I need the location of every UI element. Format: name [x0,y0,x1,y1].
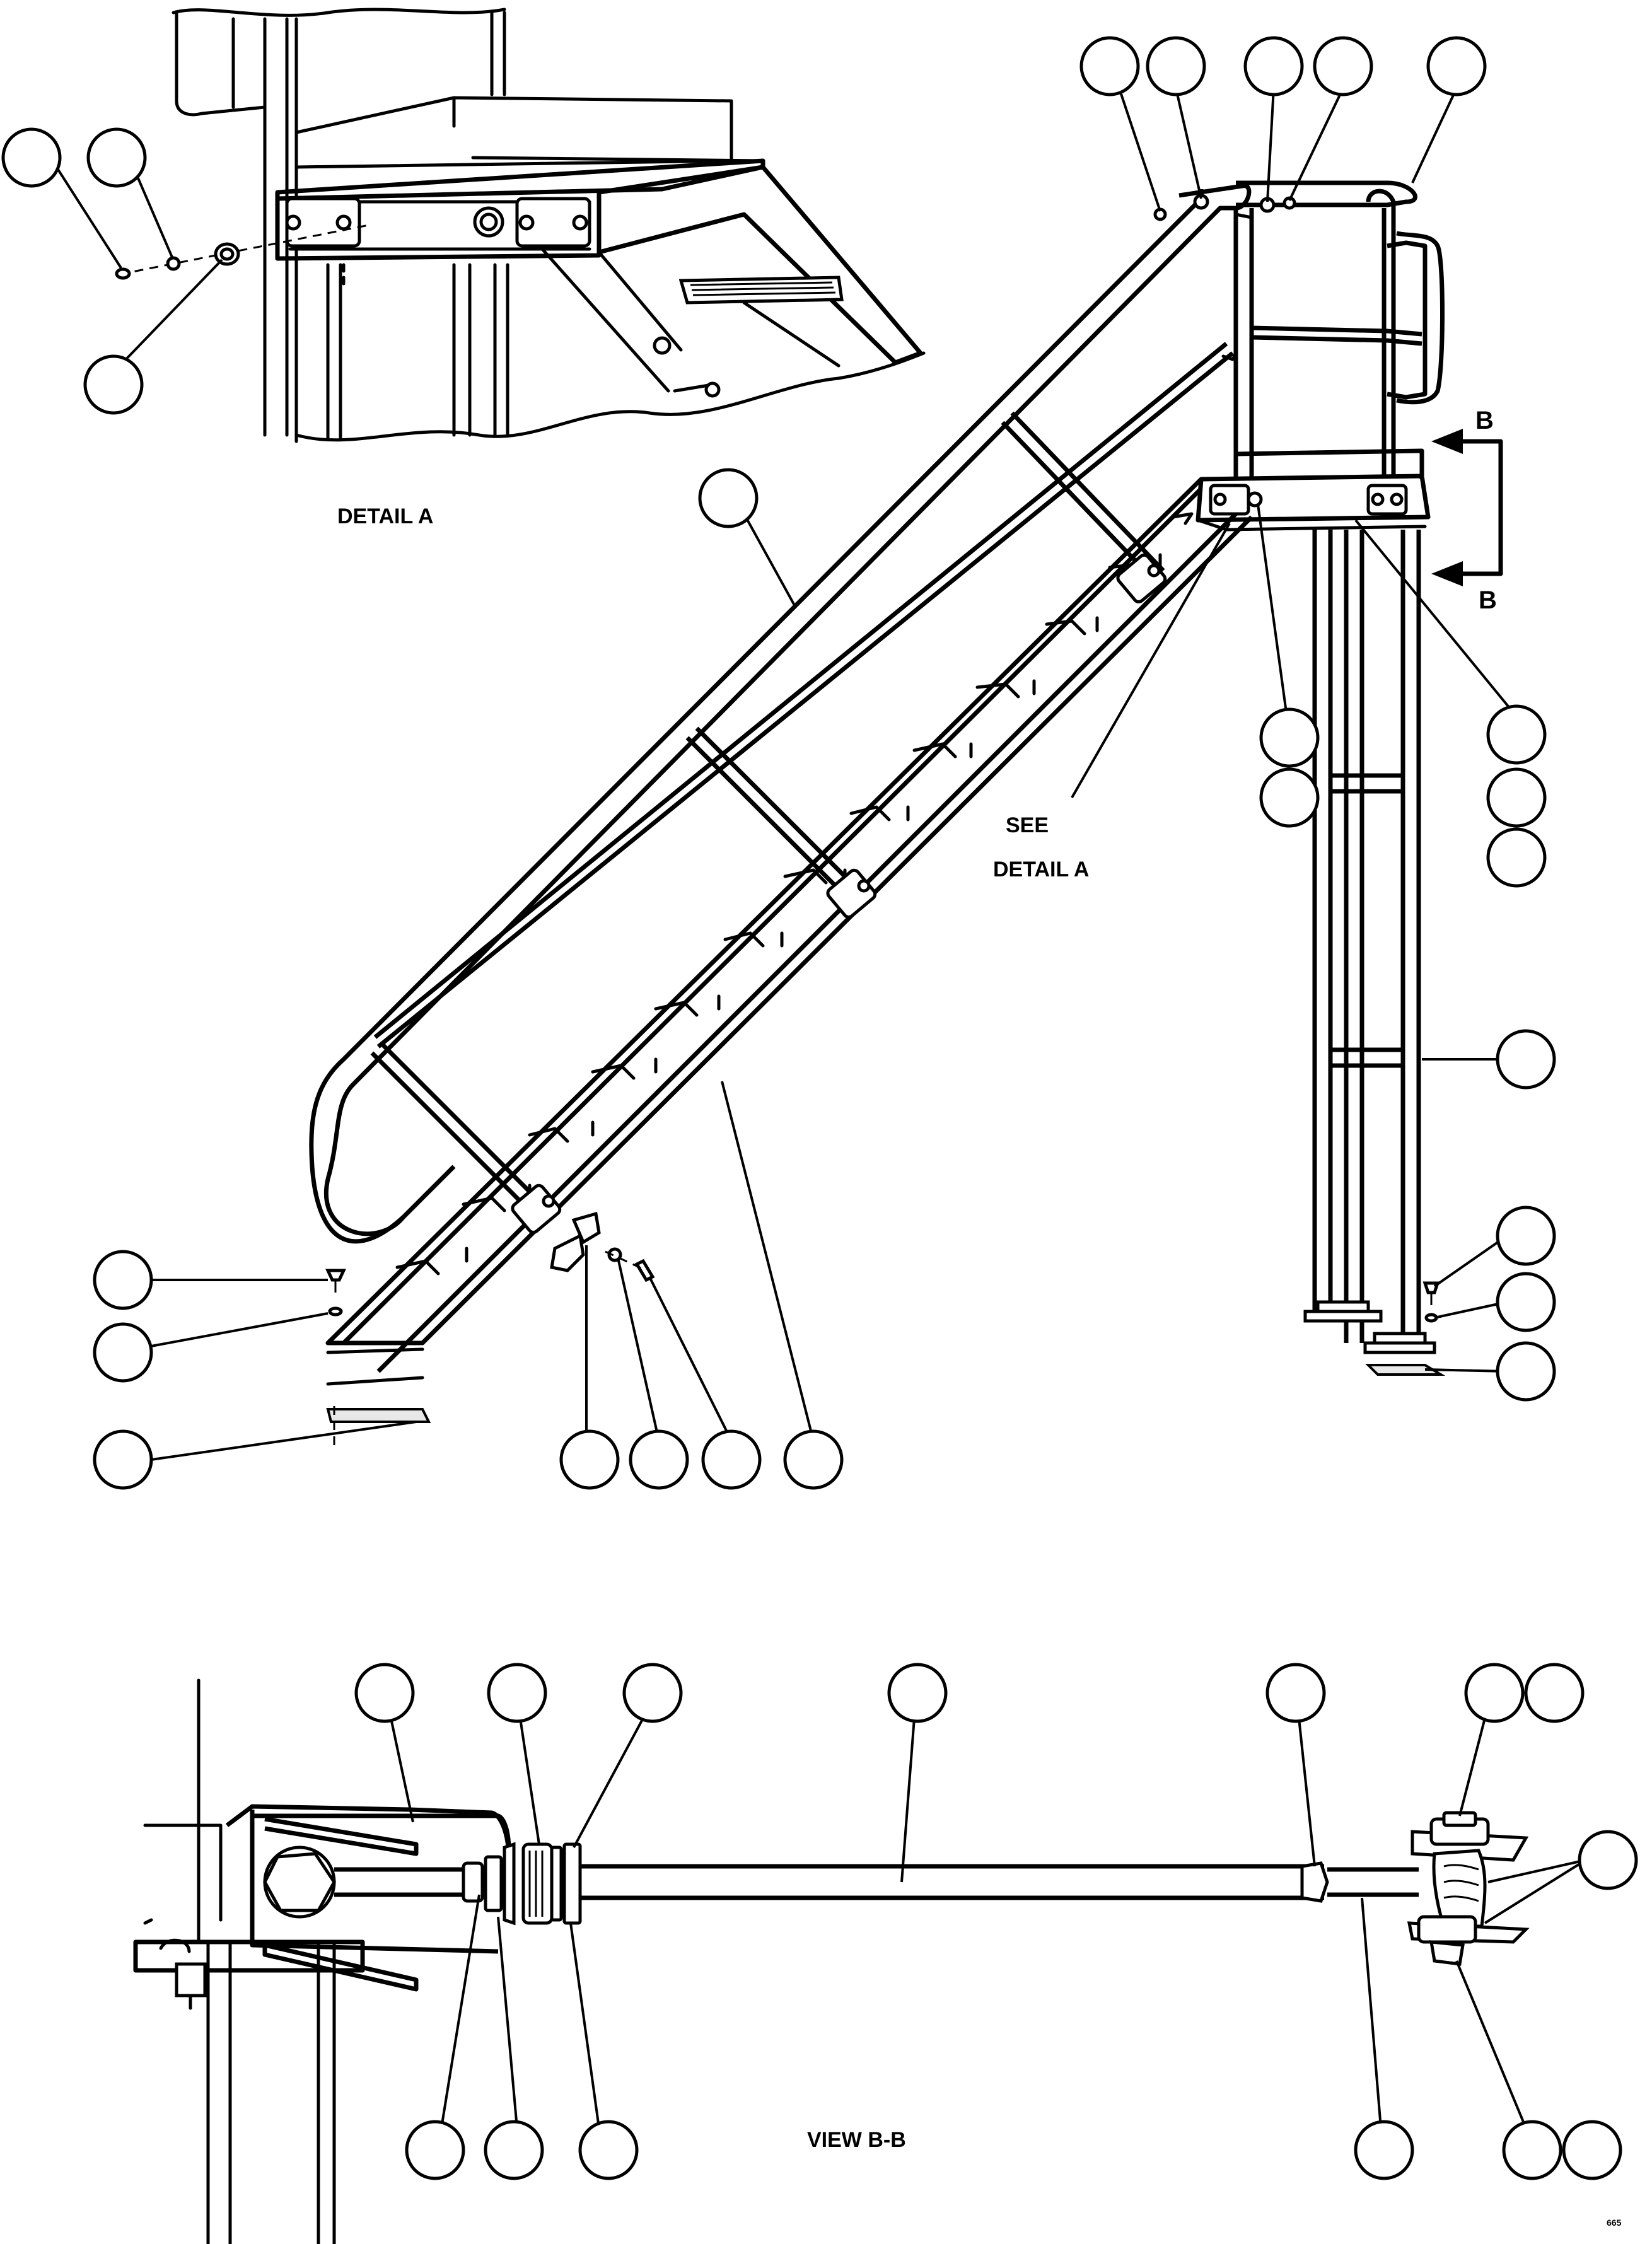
stair-main-view: B B SEE DETAIL A [151,88,1515,1461]
callout-bubble [487,1663,547,1723]
detail-a-caption: DETAIL A [337,504,433,528]
callout-bubble [698,468,759,528]
callout-bubble [484,2120,544,2180]
view-bb: VIEW B-B [133,1678,1587,2244]
callout-bubble [86,127,147,188]
see-note: SEE [1006,813,1049,837]
callout-bubble [622,1663,683,1723]
section-b-label-bottom: B [1479,586,1497,614]
callout-bubble [1354,2120,1414,2180]
callout-bubble [1313,36,1373,96]
callout-bubble [1562,2120,1622,2180]
callout-bubble [1265,1663,1326,1723]
see-detail-a-note: DETAIL A [993,857,1089,881]
callout-bubble [1243,36,1304,96]
callout-bubble [93,1429,153,1490]
detail-a-view: DETAIL A [49,8,926,528]
section-b-indicator: B B [1431,407,1503,614]
callout-bubble [1496,1272,1556,1332]
callout-bubble [1524,1663,1585,1723]
callout-bubble [578,2120,639,2180]
callout-bubble [629,1429,689,1490]
callout-bubble [1464,1663,1525,1723]
sheet-code: 665 [1607,2218,1622,2228]
callout-bubble [1578,1830,1638,1890]
callout-bubble [701,1429,762,1490]
callout-bubble [1259,767,1320,828]
callout-bubble [1146,36,1206,96]
callout-bubble [1486,704,1547,765]
callout-bubble [93,1322,153,1383]
bolt-plate-right [515,197,591,248]
callout-bubble [1486,767,1547,828]
callout-bubble [1,127,62,188]
callout-bubbles [1,36,1638,2180]
callout-bubble [1502,2120,1562,2180]
callout-bubble [1079,36,1140,96]
callout-bubble [559,1429,620,1490]
callout-bubble [1496,1206,1556,1266]
callout-bubble [783,1429,844,1490]
callout-bubble [1496,1341,1556,1402]
section-b-label-top: B [1475,407,1494,434]
callout-bubble [93,1250,153,1310]
callout-bubble [83,354,144,415]
callout-bubble [1259,707,1320,768]
view-bb-caption: VIEW B-B [807,2128,906,2152]
callout-bubble [887,1663,948,1723]
callout-bubble [354,1663,415,1723]
callout-bubble [1486,827,1547,888]
callout-bubble [1496,1029,1556,1090]
callout-bubble [405,2120,465,2180]
callout-bubble [1426,36,1487,96]
